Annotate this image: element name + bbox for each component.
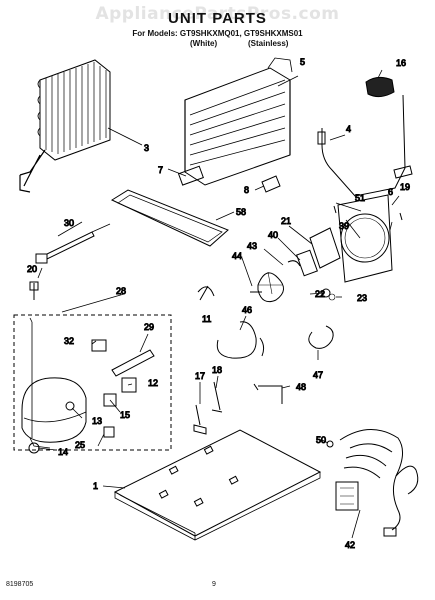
evaporator-assembly-drawing [177,57,293,186]
callout-51: 51 [355,193,365,203]
callout-25: 25 [75,440,85,450]
tube-46-drawing [216,321,265,359]
condenser-coil-drawing [19,59,111,193]
callout-14: 14 [58,447,68,457]
callout-17: 17 [195,371,205,381]
callout-18: 18 [212,365,222,375]
callout-1: 1 [93,481,98,491]
callout-19: 19 [400,182,410,192]
page-number: 9 [212,581,216,588]
callout-3: 3 [144,143,149,153]
callout-32: 32 [64,336,74,346]
callout-5: 5 [300,57,305,67]
watermark-text: AppliancePartsPros.com [95,4,340,24]
callout-13: 13 [92,416,102,426]
page-title: UNIT PARTS [168,10,267,27]
models-line: For Models: GT9SHKXMQ01, GT9SHKXMS01 [132,29,303,38]
callout-30: 30 [64,218,74,228]
callout-29: 29 [144,322,154,332]
callout-8: 8 [244,185,249,195]
callout-46: 46 [242,305,252,315]
callout-43: 43 [247,241,257,251]
callout-50: 50 [316,435,326,445]
callout-7: 7 [158,165,163,175]
wire-11-drawing [197,285,215,301]
callout-47: 47 [313,370,323,380]
sensor-drawing [317,131,326,145]
callout-40: 40 [268,230,278,240]
relay-32-drawing [91,339,107,352]
callout-22: 22 [315,289,325,299]
callout-11: 11 [202,314,211,324]
document-number: 8198705 [6,581,34,588]
finish-white: (White) [190,39,218,48]
callout-4: 4 [346,124,351,134]
callout-20: 20 [27,264,37,274]
part-15-drawing [103,393,117,407]
leader-lines [37,69,400,539]
part-18-drawing [211,381,223,413]
drain-pan-drawing [110,189,229,247]
callout-6: 6 [388,187,393,197]
callout-21: 21 [281,216,291,226]
compressor-kit-box [13,314,172,451]
bracket-19-drawing [393,165,413,179]
callout-23: 23 [357,293,367,303]
wire-harness-drawing [326,429,419,537]
part-25-drawing [103,426,115,438]
callout-58: 58 [236,207,246,217]
callout-16: 16 [396,58,406,68]
callout-28: 28 [116,286,126,296]
clip-drawing [261,175,281,193]
callout-15: 15 [120,410,130,420]
callout-39: 39 [339,221,349,231]
part-48-drawing [253,383,283,404]
callout-42: 42 [345,540,355,550]
callout-44: 44 [232,251,242,261]
callout-48: 48 [296,382,306,392]
fan-assembly-drawing [250,194,403,303]
cap-drawing [365,76,395,98]
tube-47-drawing [308,325,334,349]
callout-labels: 3 5 4 16 7 8 58 30 20 28 19 6 51 39 21 4… [27,57,411,551]
plug-20-drawing [29,281,39,300]
grommet-13-drawing [65,401,75,411]
overload-12-drawing [121,377,137,393]
capacitor-29-drawing [111,349,155,377]
compressor-drawing [21,317,87,454]
heater-rod-drawing [35,223,111,264]
base-plate-drawing [113,429,322,541]
sensor-tube-drawing [321,94,406,197]
finish-stainless: (Stainless) [248,39,289,48]
part-17-drawing [193,404,207,435]
callout-12: 12 [148,378,158,388]
